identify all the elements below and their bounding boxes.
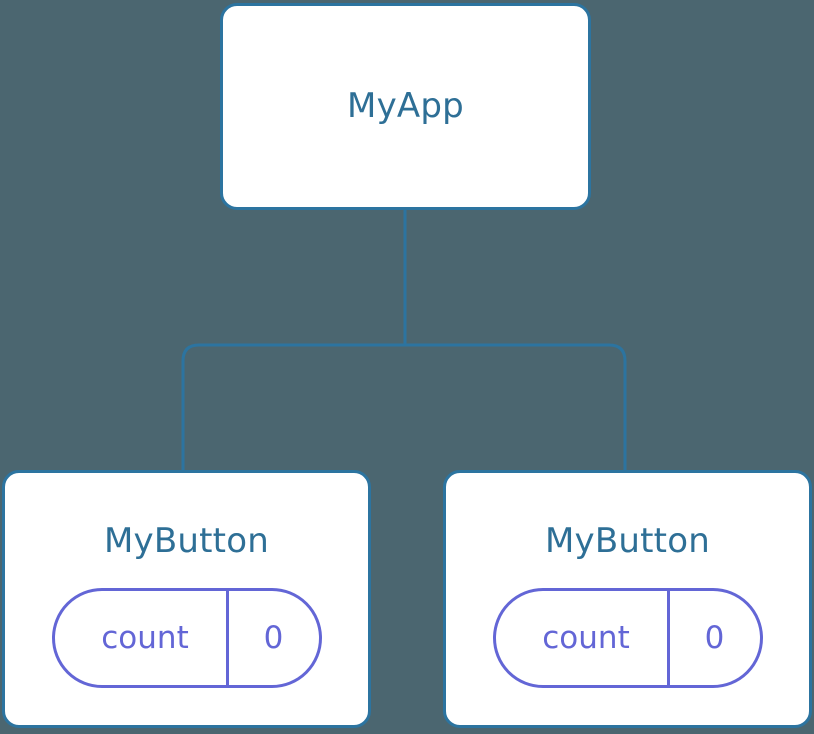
state-pill[interactable]: count 0 <box>51 588 322 688</box>
edge-branch-left <box>181 343 405 471</box>
state-value: 0 <box>666 591 760 685</box>
component-node-mybutton-2[interactable]: MyButton count 0 <box>443 470 812 728</box>
component-node-label: MyApp <box>347 85 464 126</box>
edge-branch-right <box>405 343 627 471</box>
state-value: 0 <box>225 591 319 685</box>
component-node-label: MyButton <box>545 521 710 561</box>
component-node-mybutton-1[interactable]: MyButton count 0 <box>2 470 371 728</box>
component-node-label: MyButton <box>104 521 269 561</box>
component-node-myapp[interactable]: MyApp <box>220 3 591 210</box>
state-pill[interactable]: count 0 <box>492 588 763 688</box>
state-key: count <box>542 619 630 656</box>
state-key: count <box>101 619 189 656</box>
